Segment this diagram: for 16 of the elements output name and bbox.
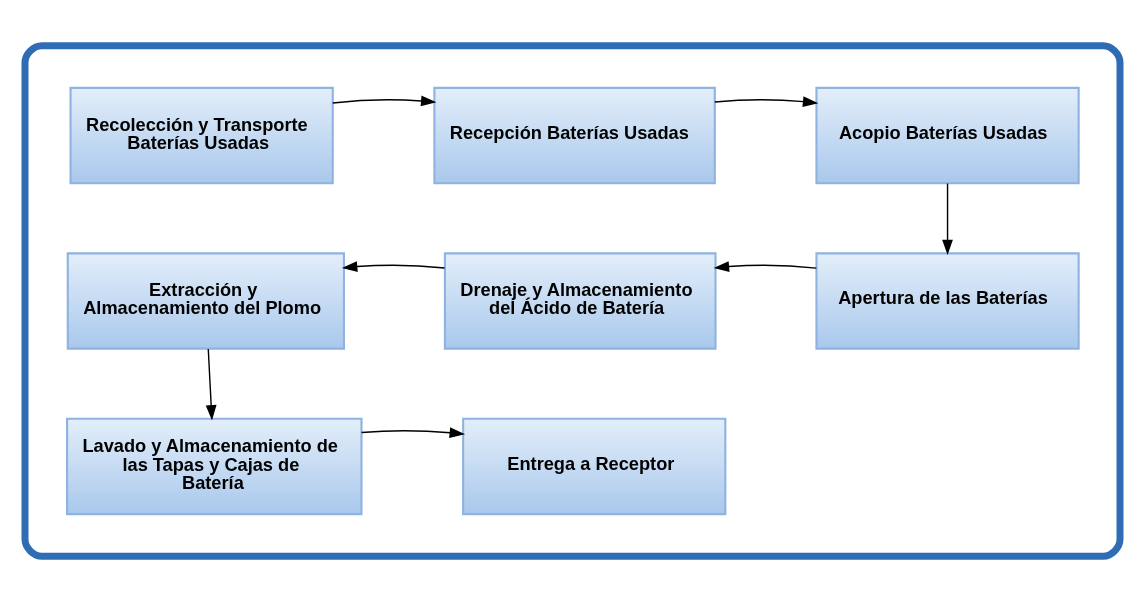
- node-box: Apertura de las Baterías: [815, 252, 1080, 350]
- arrow: [341, 261, 446, 272]
- node-box: Recolección y Transporte Baterías Usadas: [69, 86, 334, 185]
- arrow: [942, 182, 953, 256]
- arrow: [713, 261, 817, 272]
- arrow: [332, 95, 437, 107]
- node-box: Recepción Baterías Usadas: [433, 86, 716, 185]
- node-box: Acopio Baterías Usadas: [815, 86, 1080, 185]
- arrow: [205, 348, 217, 421]
- node-box: Lavado y Almacenamiento de las Tapas y Cajas de Batería: [66, 417, 363, 516]
- node-box: Drenaje y Almacenamiento del Ácido de Batería: [443, 252, 717, 350]
- node-box: Entrega a Receptor: [462, 417, 727, 516]
- node-box: Extracción y Almacenamiento del Plomo: [66, 252, 345, 350]
- arrow: [360, 427, 465, 439]
- cluster: [21, 42, 1124, 560]
- arrow: [714, 96, 819, 107]
